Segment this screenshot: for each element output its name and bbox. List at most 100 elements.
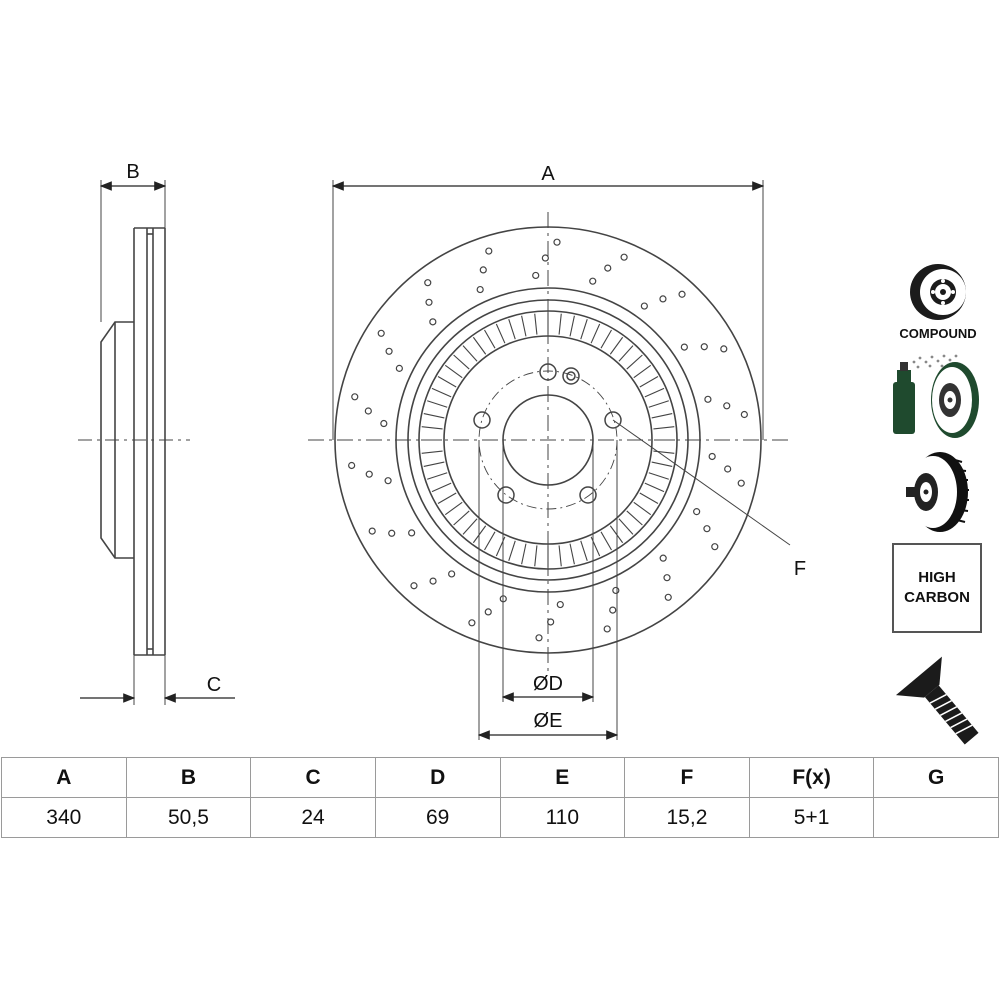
tone-ring-tooth [431, 387, 452, 398]
drilled-hole [535, 634, 543, 642]
spec-header-fx: F(x) [748, 757, 875, 798]
drilled-hole [704, 395, 712, 403]
tone-ring-tooth [508, 540, 516, 561]
drilled-hole [703, 525, 711, 533]
dimension-e-label: ØE [534, 710, 563, 732]
tone-ring-tooth [423, 413, 445, 419]
dimension-c-label: C [207, 674, 221, 696]
drilled-hole [659, 554, 667, 562]
drilled-hole [740, 410, 748, 419]
spec-header-d: D [374, 757, 501, 798]
tone-ring-tooth [484, 329, 496, 349]
high-carbon-line1: HIGH [918, 569, 956, 586]
countersunk-screw-icon [895, 656, 979, 745]
drilled-hole [377, 329, 385, 337]
drilled-hole [380, 419, 388, 428]
front-view [308, 212, 790, 675]
spec-header-f: F [624, 757, 750, 798]
tone-ring-tooth [444, 501, 463, 516]
drilled-hole [604, 264, 612, 272]
drilled-hole [484, 608, 492, 616]
wheel-bolt-holes [473, 363, 622, 504]
spec-value-a: 340 [1, 797, 127, 838]
drilled-hole [711, 543, 719, 551]
drilled-hole [425, 298, 433, 306]
spec-value-fx: 5+1 [748, 797, 875, 838]
drilled-hole [659, 295, 667, 303]
tone-ring-tooth [421, 426, 443, 430]
tone-ring-tooth [423, 461, 445, 467]
drilled-hole [410, 582, 418, 590]
drilled-hole [532, 271, 540, 280]
tone-ring-tooth [600, 329, 612, 349]
tone-ring-tooth [437, 376, 457, 388]
drilled-hole [724, 465, 732, 473]
dimension-b-label: B [126, 161, 139, 183]
spec-value-f: 15,2 [624, 797, 750, 838]
tone-ring-tooth [569, 543, 575, 565]
spec-value-e: 110 [499, 797, 626, 838]
dimension-f-label: F [794, 558, 806, 580]
drilled-hole [388, 529, 396, 537]
compound-disc-icon [910, 264, 966, 320]
spec-header-g: G [873, 757, 999, 798]
drilled-hole [678, 290, 686, 298]
tone-ring-tooth [633, 501, 652, 516]
tone-ring-tooth [558, 545, 562, 567]
drilled-hole [737, 479, 745, 487]
drilled-hole [609, 606, 617, 614]
spec-table-header-row: A B C D E F F(x) G [1, 757, 999, 798]
tone-ring-tooth [508, 319, 516, 340]
spec-value-d: 69 [374, 797, 501, 838]
drilled-hole [693, 508, 701, 516]
tone-ring-tooth [651, 413, 673, 419]
tone-ring-tooth [453, 354, 470, 370]
drilled-hole [384, 477, 392, 485]
dimension-f-leader [612, 419, 791, 546]
dimension-a-label: A [541, 163, 555, 185]
tone-ring-tooth [462, 345, 478, 362]
tone-ring-tooth [633, 364, 652, 379]
drilled-hole [547, 618, 555, 626]
drilled-hole [348, 461, 356, 470]
tone-ring-tooth [618, 345, 634, 362]
tone-ring-tooth [644, 482, 665, 493]
drilled-hole [365, 470, 373, 478]
tone-ring-tooth [626, 510, 643, 526]
tone-ring-tooth [644, 387, 665, 398]
drilled-hole [364, 407, 372, 415]
tone-ring-tooth [462, 518, 478, 535]
drilled-hole [640, 302, 648, 310]
high-carbon-line2: CARBON [904, 589, 970, 606]
drilled-hole [589, 277, 597, 285]
drilled-hole [664, 593, 672, 601]
tone-ring-tooth [609, 336, 624, 355]
drilled-hole [385, 347, 393, 355]
tone-ring-tooth [534, 313, 538, 335]
tone-ring-tooth [639, 492, 659, 504]
drilled-hole [368, 527, 376, 535]
dimension-extension-lines [332, 180, 764, 740]
drilled-hole [620, 253, 628, 261]
tone-ring-tooth [626, 354, 643, 370]
tone-ring-tooth [648, 400, 669, 408]
tone-ring-tooth [600, 531, 612, 551]
spec-table: A B C D E F F(x) G 340 50,5 24 69 110 15… [1, 757, 999, 838]
tone-ring-tooth [484, 531, 496, 551]
tone-ring-tooth [444, 364, 463, 379]
drilled-hole [723, 402, 731, 410]
tone-ring-tooth [653, 450, 675, 454]
tone-ring-tooth [651, 461, 673, 467]
drilled-hole [448, 570, 456, 578]
cross-drilled-holes [348, 238, 748, 642]
tone-ring-tooth [618, 518, 634, 535]
drilled-hole [663, 574, 671, 582]
tone-ring-tooth [580, 540, 588, 561]
spec-table-value-row: 340 50,5 24 69 110 15,2 5+1 [1, 797, 999, 838]
tone-ring-tooth [558, 313, 562, 335]
tone-ring-tooth [427, 400, 448, 408]
drilled-hole [479, 266, 487, 274]
tone-ring-tooth [653, 426, 675, 430]
spec-value-c: 24 [250, 797, 376, 838]
